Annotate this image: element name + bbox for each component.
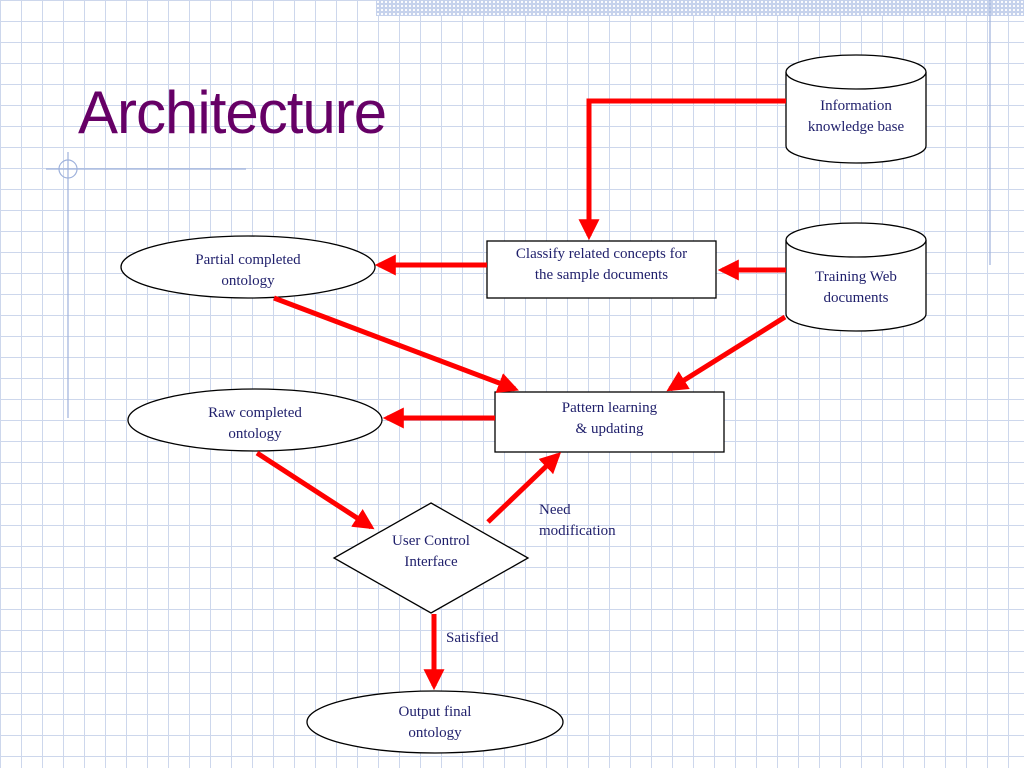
user-control-diamond [332, 502, 530, 614]
arrow-partial-to-pattern [273, 295, 519, 393]
arrow-user-control-to-pattern [486, 452, 562, 524]
pattern-learning-box [494, 391, 725, 453]
pattern-learning-label: Pattern learning& updating [561, 400, 658, 437]
output-ontology-ellipse [306, 690, 564, 754]
classify-box [486, 240, 717, 299]
slide-title: Architecture [78, 79, 387, 146]
satisfied-label: Satisfied [446, 630, 499, 646]
decorative-band [376, 0, 1024, 16]
knowledge-base-cylinder [785, 54, 927, 164]
arrow-training-to-pattern [666, 314, 787, 392]
raw-ontology-ellipse [127, 388, 383, 452]
training-docs-cylinder [785, 222, 927, 332]
decorative-crosshair [46, 0, 991, 418]
arrow-raw-to-user-control [255, 450, 375, 530]
arrow-knowledge-to-classify [578, 98, 786, 241]
